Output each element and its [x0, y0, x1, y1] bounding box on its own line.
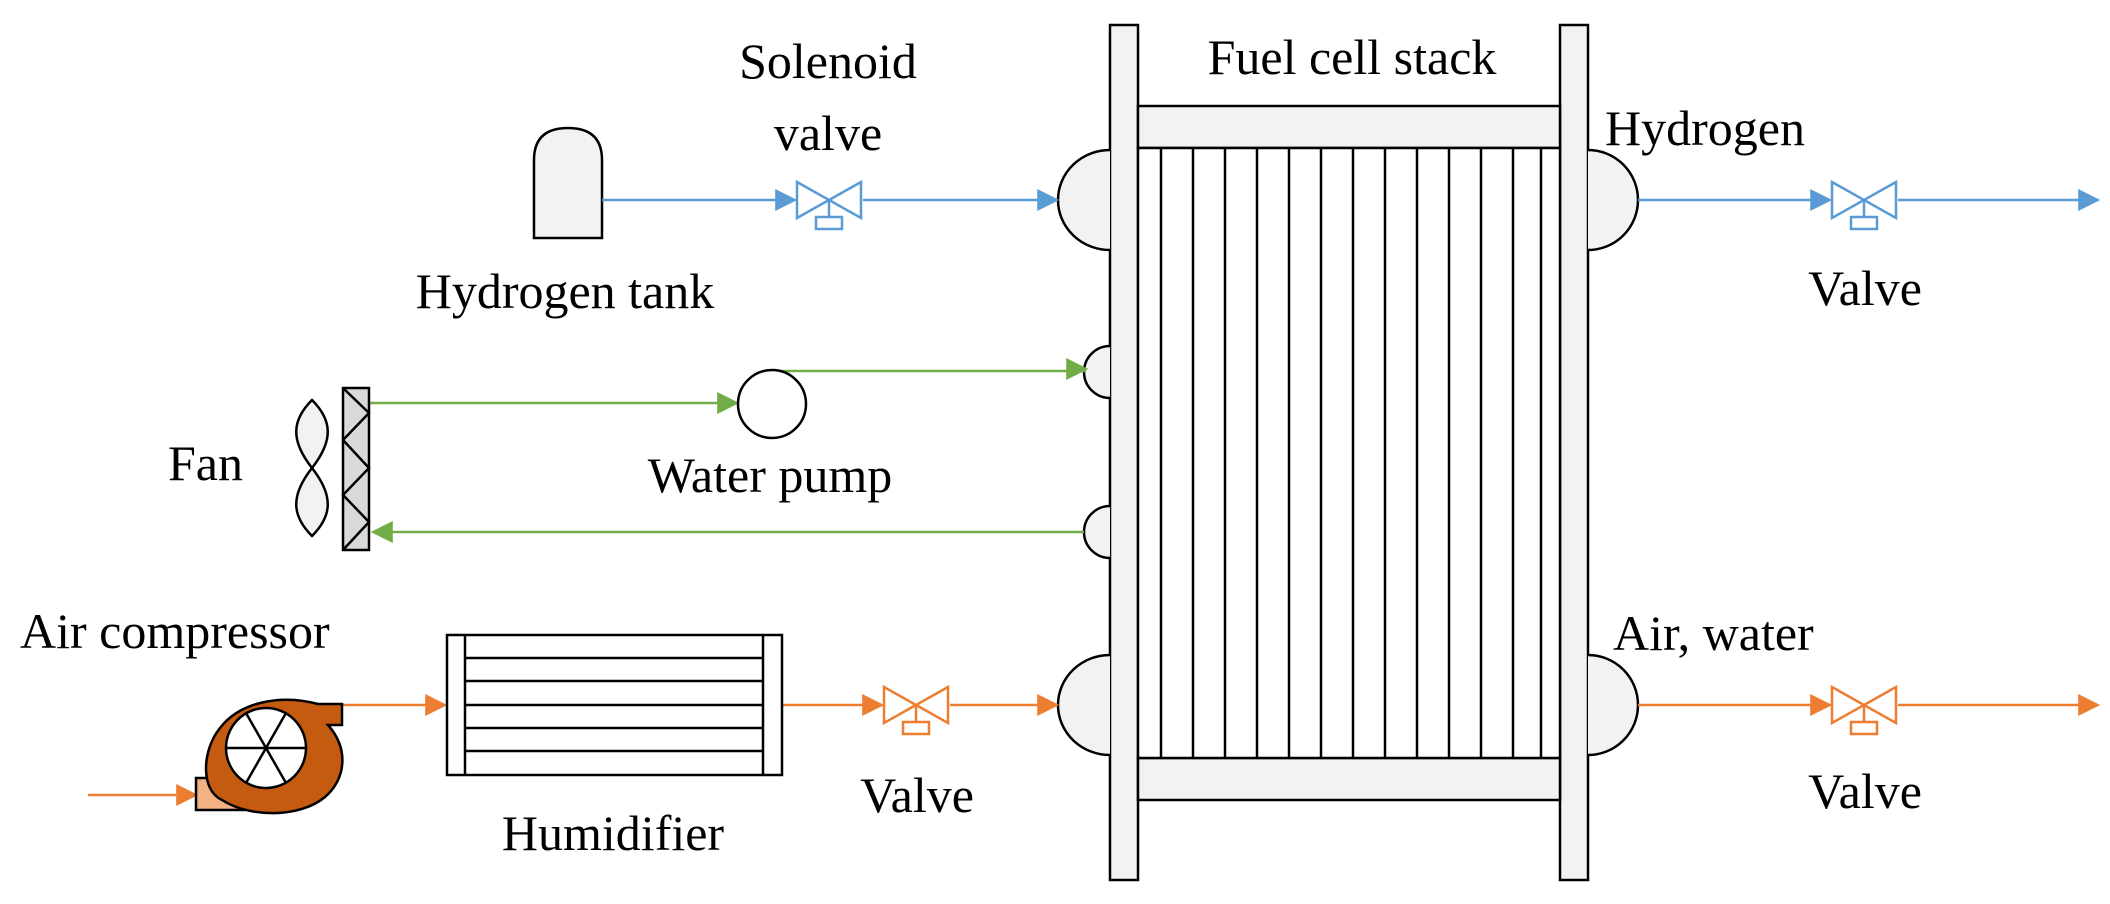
valve-icon — [882, 684, 950, 736]
hydrogen-inlet-manifold — [1056, 148, 1111, 252]
humidifier-label: Humidifier — [502, 805, 725, 861]
solenoid-valve-label-line2: valve — [774, 105, 882, 161]
air-outlet-valve-label: Valve — [1808, 763, 1922, 819]
compressor-icon — [194, 698, 344, 815]
humidifier-icon — [445, 633, 784, 777]
coolant-inlet-manifold — [1082, 344, 1111, 400]
fan-icon — [295, 398, 329, 538]
coolant-lines — [369, 358, 1089, 543]
air-inlet-valve-label: Valve — [860, 767, 974, 823]
coolant-outlet-manifold — [1082, 504, 1111, 560]
solenoid-valve-icon — [795, 179, 863, 231]
air-outlet-manifold — [1587, 653, 1640, 757]
solenoid-valve-label-line1: Solenoid — [739, 33, 917, 89]
radiator-icon — [341, 386, 371, 552]
fuel-cell-stack-label: Fuel cell stack — [1208, 29, 1497, 85]
hydrogen-tank-label: Hydrogen tank — [416, 263, 715, 319]
air-lines — [88, 694, 2101, 806]
fuel-cell-stack-icon — [1056, 23, 1640, 882]
stack-cell-plates — [1159, 148, 1543, 758]
water-pump-label: Water pump — [648, 447, 893, 503]
tank-icon — [532, 126, 604, 240]
hydrogen-valve-label: Valve — [1808, 260, 1922, 316]
air-compressor-label: Air compressor — [20, 603, 330, 659]
air-water-outlet-label: Air, water — [1613, 605, 1814, 661]
valve-icon — [1830, 179, 1898, 231]
hydrogen-outlet-label: Hydrogen — [1605, 100, 1805, 156]
air-inlet-manifold — [1056, 653, 1111, 757]
hydrogen-outlet-manifold — [1587, 148, 1640, 252]
pump-icon — [736, 368, 808, 440]
fan-label: Fan — [168, 435, 243, 491]
valve-icon — [1830, 684, 1898, 736]
